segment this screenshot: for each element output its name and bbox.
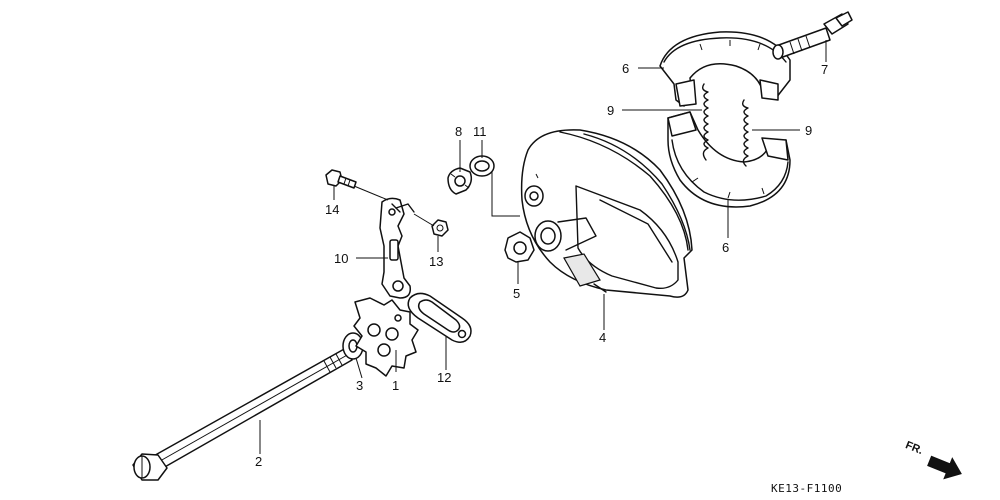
brake-cam-part-7 <box>772 11 853 60</box>
callout-6-upper: 6 <box>622 61 629 76</box>
callout-14: 14 <box>325 202 339 217</box>
callout-labels: 1 2 3 4 5 6 6 7 8 9 9 10 11 12 13 14 <box>255 61 828 469</box>
callout-3: 3 <box>356 378 363 393</box>
callout-5: 5 <box>513 286 520 301</box>
gasket-part-12 <box>407 292 472 343</box>
spring-part-9-left <box>701 83 709 161</box>
diagram-code: KE13-F1100 <box>771 482 842 495</box>
brake-panel-part-4 <box>520 129 693 298</box>
brake-arm-part-10 <box>379 197 415 299</box>
brake-shoe-part-6-upper <box>659 31 791 107</box>
axle-part-2 <box>132 347 353 481</box>
callout-12: 12 <box>437 370 451 385</box>
nut-part-13 <box>431 219 449 237</box>
callout-9-right: 9 <box>805 123 812 138</box>
callout-9-left: 9 <box>607 103 614 118</box>
seal-part-11 <box>469 155 495 177</box>
front-indicator-text: FR. <box>904 439 925 457</box>
callout-10: 10 <box>334 251 348 266</box>
indicator-part-8 <box>447 167 473 195</box>
bolt-part-14 <box>325 169 357 189</box>
callout-2: 2 <box>255 454 262 469</box>
callout-13: 13 <box>429 254 443 269</box>
callout-6-lower: 6 <box>722 240 729 255</box>
callout-4: 4 <box>599 330 606 345</box>
callout-1: 1 <box>392 378 399 393</box>
spring-part-9-right <box>741 99 749 167</box>
callout-7: 7 <box>821 62 828 77</box>
leader-lines <box>259 40 827 454</box>
washer-part-5 <box>504 231 535 263</box>
arrow-icon <box>927 455 962 480</box>
brake-shoe-part-6-lower <box>667 111 791 208</box>
front-direction-arrow: FR. <box>904 439 962 480</box>
callout-8: 8 <box>455 124 462 139</box>
callout-11: 11 <box>473 124 487 139</box>
adjuster-plate-part-1 <box>353 297 419 377</box>
